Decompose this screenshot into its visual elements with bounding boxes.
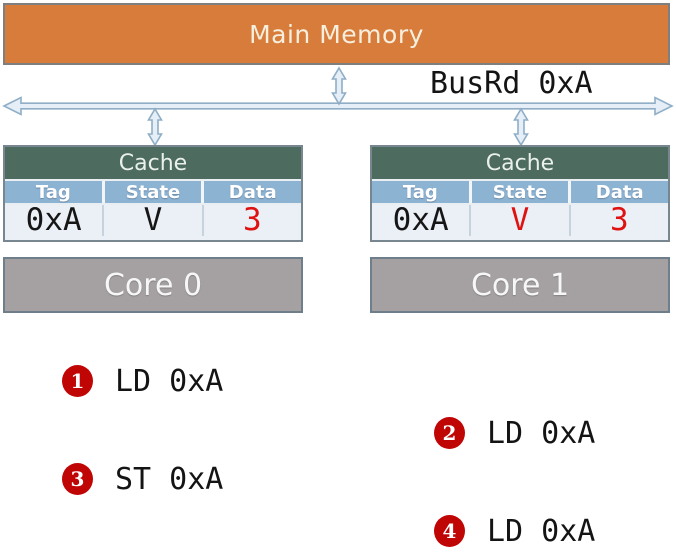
operation-1-label: LD 0xA <box>115 363 224 399</box>
cache-0-title: Cache <box>5 147 301 181</box>
operation-3-label: ST 0xA <box>115 461 224 497</box>
step-4-badge: 4 <box>434 515 465 547</box>
operation-2: 2 LD 0xA <box>434 415 596 451</box>
cache-0-col-tag: Tag <box>5 181 102 203</box>
core-0-label: Core 0 <box>103 267 203 303</box>
step-3-badge: 3 <box>62 463 93 495</box>
cache-0: Cache Tag State Data 0xA V 3 <box>3 145 303 242</box>
cache-1-header-row: Tag State Data <box>372 181 669 205</box>
main-memory-box: Main Memory <box>3 3 670 65</box>
cache0-to-bus-double-arrow-icon <box>147 107 163 147</box>
core-0-box: Core 0 <box>3 257 303 313</box>
cache-1-tag-value: 0xA <box>372 205 470 236</box>
operation-2-label: LD 0xA <box>487 415 596 451</box>
cache-1-col-state: State <box>468 181 569 203</box>
cache-0-header-row: Tag State Data <box>5 181 302 205</box>
cache-1-data-value: 3 <box>568 205 668 236</box>
step-2-badge: 2 <box>434 417 465 449</box>
main-memory-label: Main Memory <box>249 19 424 49</box>
cache-0-col-state: State <box>101 181 202 203</box>
cache-1-title: Cache <box>372 147 668 181</box>
operation-4-label: LD 0xA <box>487 513 596 549</box>
cache-0-data-row: 0xA V 3 <box>5 205 301 236</box>
cache-0-tag-value: 0xA <box>5 205 103 236</box>
operation-1: 1 LD 0xA <box>62 363 224 399</box>
cache-1-col-tag: Tag <box>372 181 469 203</box>
operation-3: 3 ST 0xA <box>62 461 224 497</box>
cache-1-col-data: Data <box>568 181 669 203</box>
bus-transaction-label: BusRd 0xA <box>430 65 593 101</box>
cache-1: Cache Tag State Data 0xA V 3 <box>370 145 670 242</box>
core-1-box: Core 1 <box>370 257 670 313</box>
cache1-to-bus-double-arrow-icon <box>513 107 529 147</box>
cache-0-col-data: Data <box>201 181 302 203</box>
cache-0-state-value: V <box>102 205 202 236</box>
cache-1-state-value: V <box>469 205 569 236</box>
bus-horizontal-double-arrow-icon <box>2 96 674 116</box>
core-1-label: Core 1 <box>470 267 570 303</box>
cache-1-data-row: 0xA V 3 <box>372 205 668 236</box>
operation-4: 4 LD 0xA <box>434 513 596 549</box>
memory-to-bus-double-arrow-icon <box>331 66 347 106</box>
cache-0-data-value: 3 <box>201 205 301 236</box>
step-1-badge: 1 <box>62 365 93 397</box>
